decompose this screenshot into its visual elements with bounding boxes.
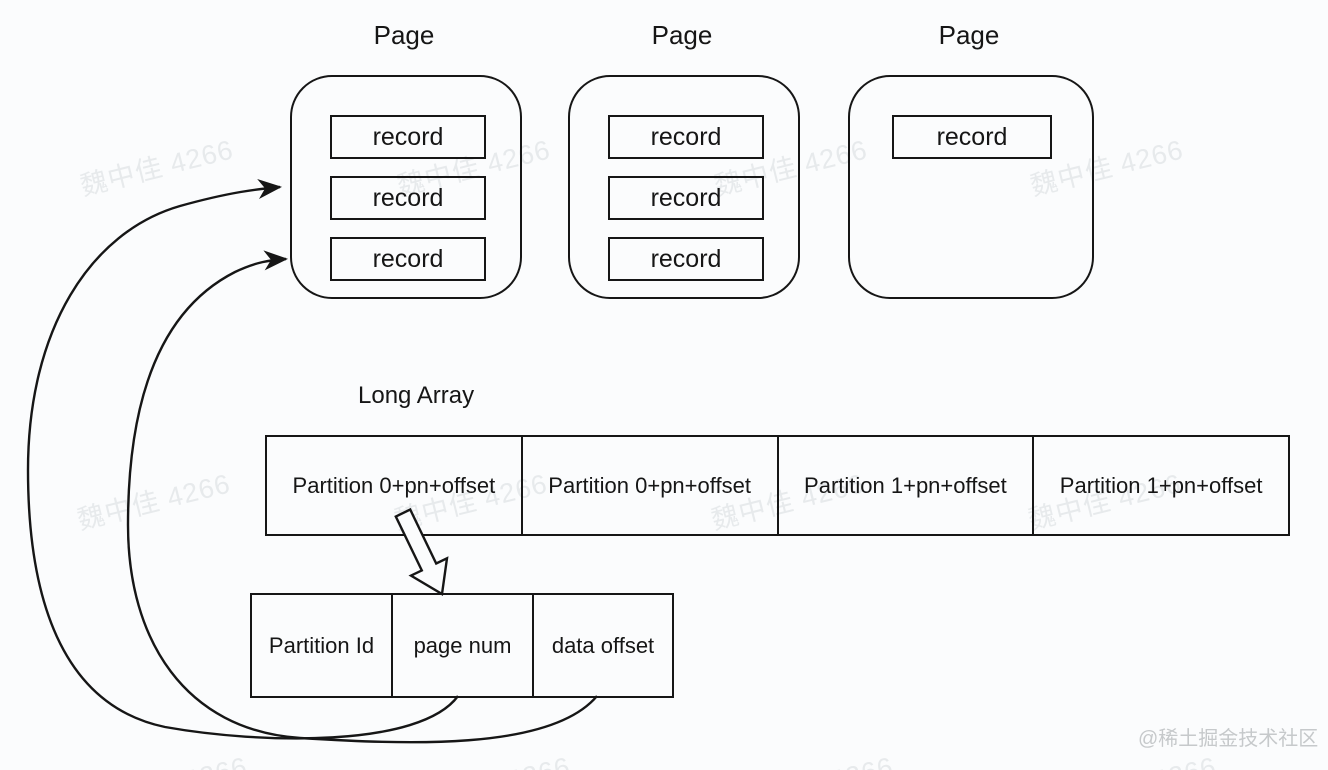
record-box: record — [892, 115, 1052, 159]
page-2-label: Page — [651, 20, 713, 50]
record-box: record — [330, 237, 486, 281]
long-array-cell: Partition 0+pn+offset — [520, 437, 777, 534]
watermark-text: 魏中佳 4266 — [74, 468, 234, 536]
watermark-text: 魏中佳 4266 — [413, 745, 574, 770]
watermark-text: 魏中佳 4266 — [77, 134, 237, 202]
long-array-title: Long Array — [358, 382, 475, 409]
record-box: record — [330, 115, 486, 159]
long-array-cell: Partition 0+pn+offset — [292, 472, 496, 498]
long-array: Partition 0+pn+offset Partition 0+pn+off… — [265, 435, 1290, 536]
entry-detail-box: Partition Id page num data offset — [250, 593, 674, 698]
record-box: record — [608, 237, 764, 281]
entry-cell-page-num: page num — [391, 595, 532, 696]
page-3-label: Page — [938, 20, 1000, 50]
watermark-text: 魏中佳 4266 — [90, 745, 251, 770]
watermark-text: 魏中佳 4266 — [736, 745, 897, 770]
page-2: record record record — [568, 75, 800, 299]
page-1-label: Page — [373, 20, 435, 50]
community-watermark: @稀土掘金技术社区 — [1138, 728, 1319, 750]
page-3: record — [848, 75, 1094, 299]
page-1: record record record — [290, 75, 522, 299]
long-array-cell: Partition 1+pn+offset — [776, 437, 1033, 534]
long-array-cell: Partition 1+pn+offset — [1032, 437, 1288, 534]
record-box: record — [330, 176, 486, 220]
entry-cell-data-offset: data offset — [532, 595, 672, 696]
record-box: record — [608, 115, 764, 159]
entry-cell-partition-id: Partition Id — [268, 632, 375, 658]
record-box: record — [608, 176, 764, 220]
